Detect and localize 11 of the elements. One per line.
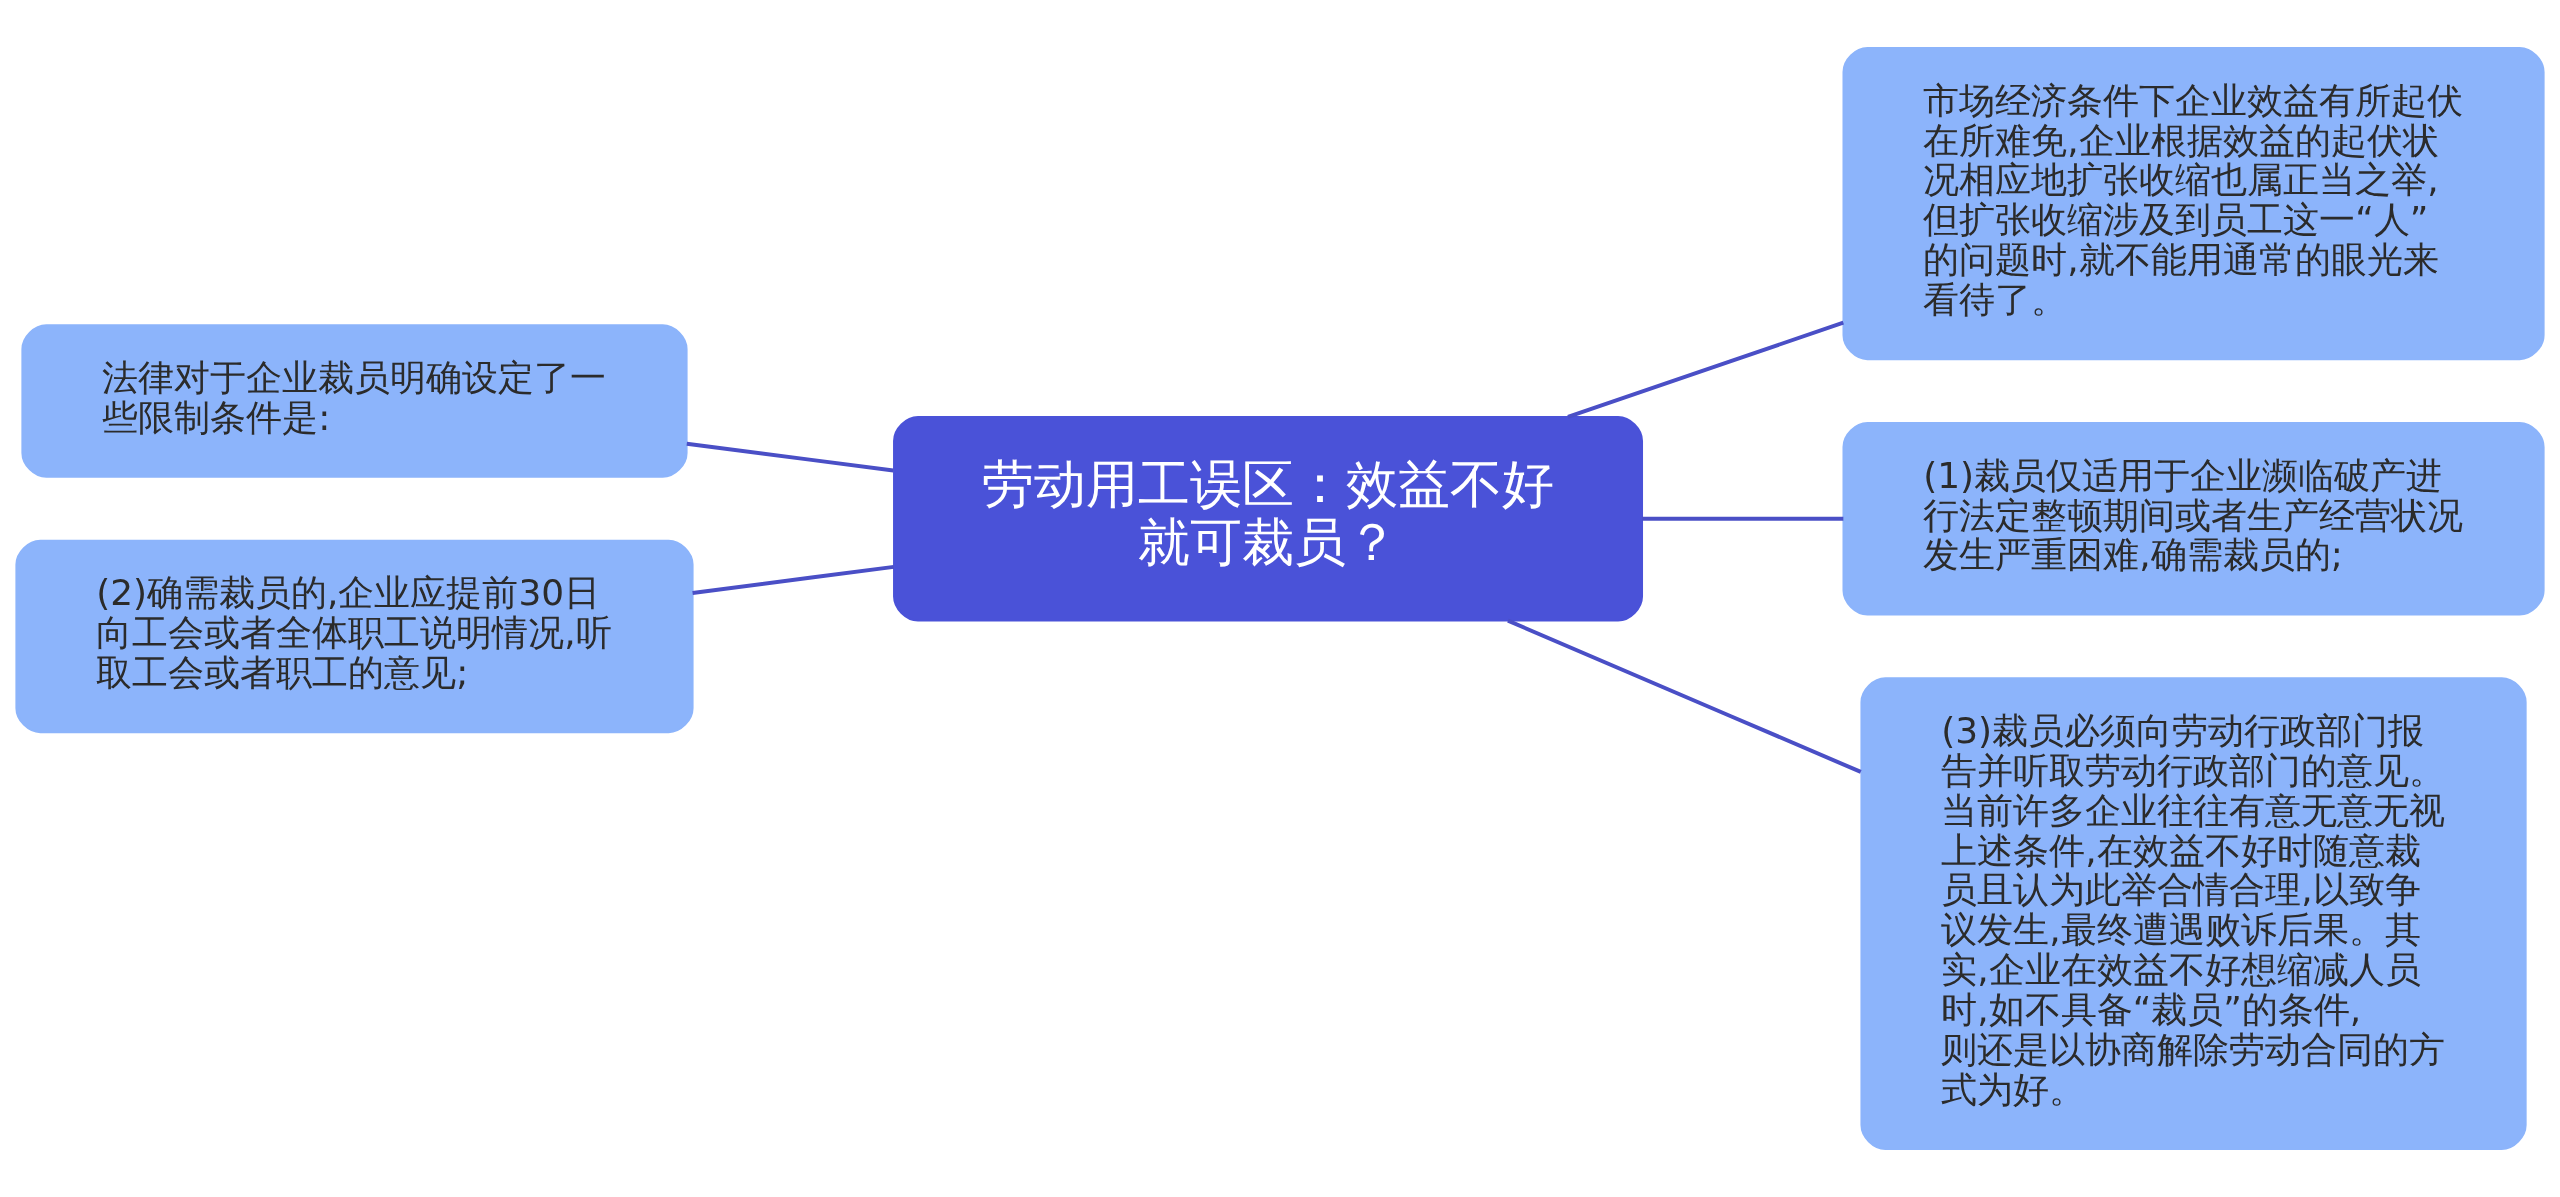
node-box: 法律对于企业裁员明确设定了一些限制条件是: [21, 324, 688, 478]
connector [692, 564, 895, 595]
connector [1507, 618, 1862, 774]
connector [1642, 516, 1844, 521]
connector [686, 441, 894, 473]
connector [1567, 320, 1844, 419]
node-box: 市场经济条件下企业效益有所起伏在所难免,企业根据效益的起伏状况相应地扩张收缩也属正当之举,但扩张收缩涉及到员工这一“人”的问题时,就不能用通常的眼光来看待了。 [1842, 47, 2545, 361]
node-box: (1)裁员仅适用于企业濒临破产进行法定整顿期间或者生产经营状况发生严重困难,确需裁员的; [1842, 421, 2545, 616]
node-box: (2)确需裁员的,企业应提前30日向工会或者全体职工说明情况,听取工会或者职工的意见; [15, 539, 694, 734]
node-box: 劳动用工误区：效益不好就可裁员？ [893, 416, 1644, 622]
node-box: (3)裁员必须向劳动行政部门报告并听取劳动行政部门的意见。当前许多企业往往有意无意无视上述条件,在效益不好时随意裁员且认为此举合情合理,以致争议发生,最终遭遇败诉后果。其实,企业在效益不好想缩减人员时,如不具备“裁员”的条件,则还是以协商解除劳动合同的方式为好。 [1860, 677, 2527, 1150]
